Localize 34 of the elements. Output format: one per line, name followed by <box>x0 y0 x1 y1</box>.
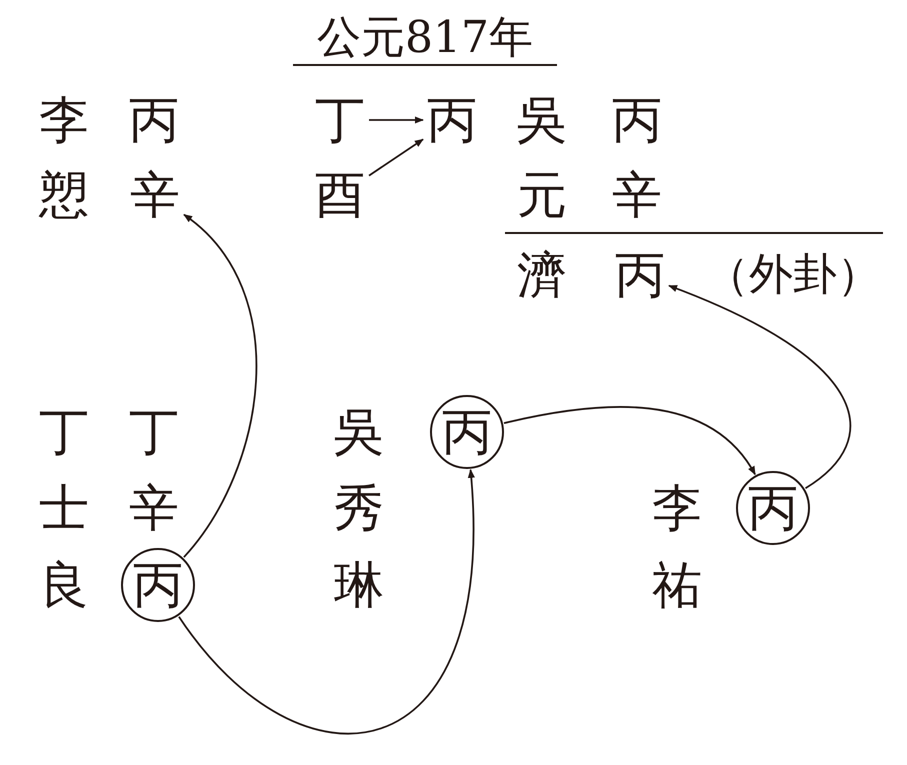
character: 元 <box>517 167 567 223</box>
arrow <box>504 406 756 476</box>
character: 辛 <box>129 480 179 536</box>
circled-character: 丙 <box>430 395 504 469</box>
character: 祐 <box>652 557 702 613</box>
title: 公元817年 <box>293 12 557 66</box>
character: 吳 <box>517 92 567 148</box>
character: 吳 <box>334 404 384 460</box>
circled-character: 丙 <box>736 471 810 545</box>
arrow <box>178 468 474 734</box>
character: 丙 <box>129 92 179 148</box>
character: 丙 <box>612 247 668 303</box>
character: 李 <box>652 480 702 536</box>
character: 丙 <box>612 92 662 148</box>
circled-character: 丙 <box>121 548 195 622</box>
character: 丁 <box>129 404 179 460</box>
character: 愬 <box>39 167 89 223</box>
arrow <box>668 284 851 490</box>
arrow <box>369 116 424 124</box>
character: 辛 <box>612 167 662 223</box>
character: 士 <box>39 480 89 536</box>
character: 丁 <box>312 92 368 148</box>
arrow <box>183 214 257 558</box>
character: 秀 <box>334 480 384 536</box>
character: 李 <box>39 92 89 148</box>
character: 良 <box>39 557 89 613</box>
arrow <box>368 138 424 176</box>
character: 酉 <box>312 167 368 223</box>
character: 琳 <box>334 557 384 613</box>
character: 濟 <box>517 247 567 303</box>
annotation: （外卦） <box>705 248 881 302</box>
character: 丁 <box>39 404 89 460</box>
character: 辛 <box>127 167 183 223</box>
character: 丙 <box>424 92 480 148</box>
